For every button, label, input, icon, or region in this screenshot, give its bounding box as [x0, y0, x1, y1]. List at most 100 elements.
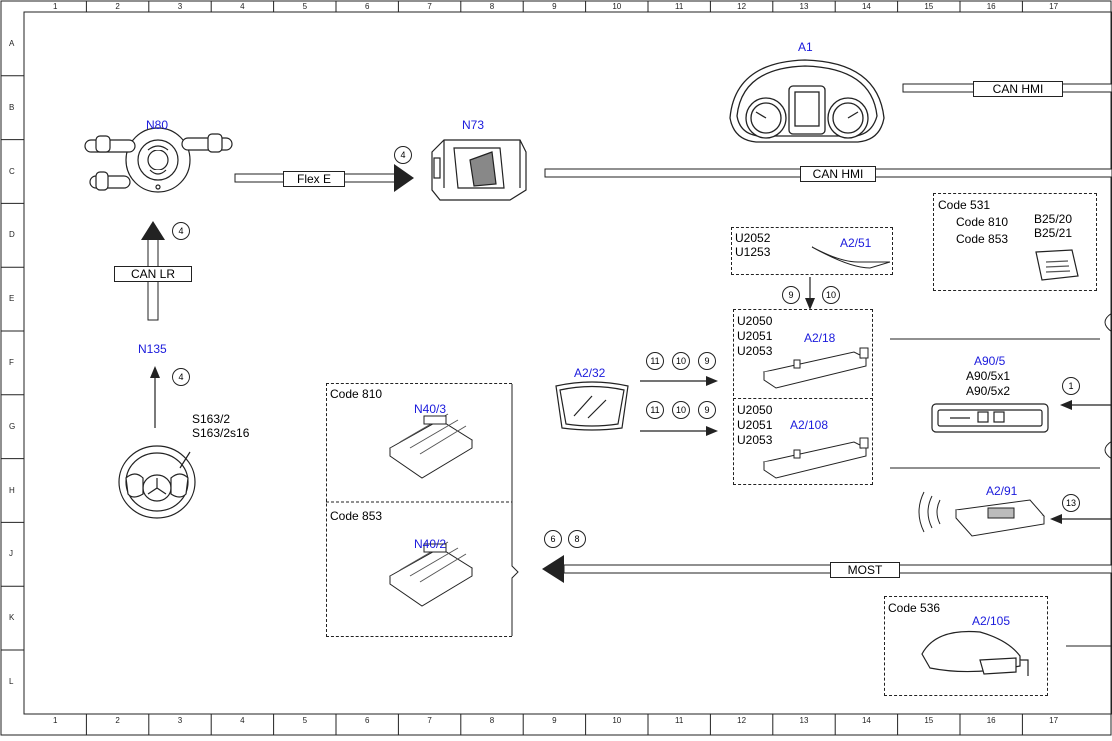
grid-col-bottom-17: 17 [1049, 716, 1059, 725]
grid-col-top-16: 16 [986, 2, 996, 11]
grid-row-J: J [9, 549, 13, 559]
grid-row-C: C [9, 166, 15, 176]
grid-row-L: L [9, 676, 14, 686]
callout-a2-108-c: 9 [698, 401, 716, 419]
grid-row-K: K [9, 613, 15, 623]
grid-col-top-4: 4 [240, 2, 245, 11]
callout-n135-out: 4 [172, 368, 190, 386]
grid-row-E: E [9, 294, 15, 304]
a2-51-box [731, 227, 893, 275]
grid-col-bottom-8: 8 [489, 716, 495, 725]
a2-18-label: A2/18 [804, 331, 836, 345]
code-531-label: Code 531 [938, 198, 991, 212]
u1253-label: U1253 [735, 245, 771, 259]
flex-e-bus-label: Flex E [283, 171, 345, 187]
n80-steering-column-module-icon [84, 127, 233, 193]
grid-col-bottom-6: 6 [364, 716, 370, 725]
tuner-box-divider [733, 398, 873, 399]
grid-col-top-2: 2 [115, 2, 120, 11]
grid-col-top-9: 9 [552, 2, 557, 11]
grid-col-top-13: 13 [799, 2, 809, 11]
grid-col-top-8: 8 [489, 2, 495, 11]
a2-108-label: A2/108 [790, 418, 829, 432]
n40-2-amplifier-icon [389, 541, 473, 607]
callout-a2-108-a: 11 [646, 401, 664, 419]
grid-col-top-14: 14 [861, 2, 871, 11]
s163-2s16-label: S163/2s16 [192, 426, 250, 440]
code-531-box [933, 193, 1097, 291]
code-853-label: Code 853 [330, 509, 383, 523]
a2-91-label: A2/91 [986, 484, 1018, 498]
grid-col-bottom-13: 13 [799, 716, 809, 725]
code-536-label: Code 536 [888, 601, 941, 615]
grid-row-A: A [9, 38, 15, 48]
a90-5-media-interface-icon [931, 403, 1049, 433]
grid-col-top-10: 10 [612, 2, 622, 11]
grid-row-F: F [9, 357, 14, 367]
can-lr-bus-label: CAN LR [114, 266, 192, 282]
grid-row-G: G [9, 421, 16, 431]
grid-col-top-7: 7 [427, 2, 432, 11]
grid-row-D: D [9, 230, 15, 240]
callout-a2-51-a: 9 [782, 286, 800, 304]
callout-n80-in: 4 [172, 222, 190, 240]
grid-col-top-11: 11 [675, 2, 684, 11]
n135-label: N135 [138, 342, 167, 356]
grid-col-bottom-3: 3 [177, 716, 183, 725]
s163-2-label: S163/2 [192, 412, 231, 426]
callout-a90-in: 1 [1062, 377, 1080, 395]
a2-32-label: A2/32 [574, 366, 606, 380]
a2-18-u2051: U2051 [737, 329, 773, 343]
most-bus-label: MOST [830, 562, 900, 578]
callout-most-b: 8 [568, 530, 586, 548]
a90-5x1-label: A90/5x1 [966, 369, 1011, 383]
callout-n73-in: 4 [394, 146, 412, 164]
grid-row-H: H [9, 485, 15, 495]
a2-105-roof-antenna-icon [921, 630, 1029, 676]
n80-label: N80 [146, 118, 169, 132]
tuner-box [733, 309, 873, 485]
callout-a2-108-b: 10 [672, 401, 690, 419]
a2-18-u2050: U2050 [737, 314, 773, 328]
b25-sensor-icon [1035, 249, 1079, 281]
grid-row-B: B [9, 102, 15, 112]
grid-col-bottom-4: 4 [240, 716, 245, 725]
a2-105-label: A2/105 [972, 614, 1011, 628]
grid-col-bottom-15: 15 [924, 716, 934, 725]
grid-col-top-3: 3 [177, 2, 183, 11]
u2052-label: U2052 [735, 231, 771, 245]
grid-col-bottom-5: 5 [302, 716, 308, 725]
n73-label: N73 [462, 118, 485, 132]
code-536-box [884, 596, 1048, 696]
n40-3-amplifier-icon [389, 413, 473, 479]
a2-51-label: A2/51 [840, 236, 872, 250]
grid-col-top-1: 1 [52, 2, 58, 11]
a1-instrument-cluster-icon [729, 59, 885, 143]
code-531-810-label: Code 810 [956, 215, 1009, 229]
grid-col-top-12: 12 [737, 2, 747, 11]
grid-col-bottom-11: 11 [675, 716, 684, 725]
a2-108-tuner-icon [762, 437, 869, 479]
a2-108-u2051: U2051 [737, 418, 773, 432]
a2-91-wireless-charging-icon [955, 499, 1045, 537]
n40-3-label: N40/3 [414, 402, 447, 416]
b25-20-label: B25/20 [1034, 212, 1073, 226]
a2-32-windshield-antenna-icon [555, 381, 629, 431]
callout-a2-18-c: 9 [698, 352, 716, 370]
grid-col-bottom-1: 1 [52, 716, 58, 725]
code-810-label: Code 810 [330, 387, 383, 401]
callout-most-a: 6 [544, 530, 562, 548]
a90-5x2-label: A90/5x2 [966, 384, 1011, 398]
grid-col-bottom-9: 9 [552, 716, 557, 725]
a90-5-label: A90/5 [974, 354, 1006, 368]
grid-col-top-17: 17 [1049, 2, 1059, 11]
n40-2-label: N40/2 [414, 537, 447, 551]
a2-18-u2053: U2053 [737, 344, 773, 358]
grid-col-bottom-7: 7 [427, 716, 432, 725]
callout-a2-18-b: 10 [672, 352, 690, 370]
can-hmi-mid-bus-label: CAN HMI [800, 166, 876, 182]
grid-col-top-5: 5 [302, 2, 308, 11]
a2-108-u2053: U2053 [737, 433, 773, 447]
callout-a2-91-in: 13 [1062, 494, 1080, 512]
